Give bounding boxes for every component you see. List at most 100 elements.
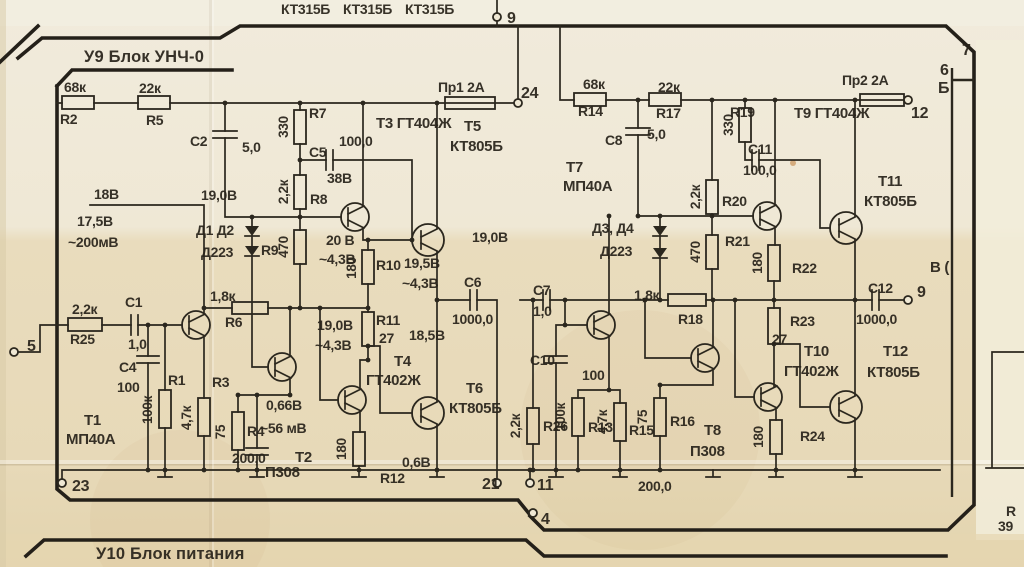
label-94-мп40а: МП40А — [563, 178, 613, 195]
label-104-r22: R22 — [792, 260, 817, 276]
capacitor-C6 — [469, 289, 478, 311]
label-125-r15: R15 — [629, 422, 654, 438]
label-53-47к: 4,7к — [179, 405, 194, 430]
label-49-100: 100 — [117, 379, 140, 395]
label-135-39: 39 — [998, 518, 1013, 534]
label-15-r7: R7 — [309, 105, 327, 121]
fold-crease-horizontal — [0, 460, 1024, 464]
label-2-кт315б: КТ315Б — [405, 1, 454, 17]
label-121-r26: R26 — [543, 418, 568, 434]
frame-unch-top-ledge — [54, 68, 234, 89]
terminal-circle-12 — [903, 95, 913, 105]
label-83-r17: R17 — [656, 105, 681, 121]
label-35-180: 180 — [344, 257, 359, 279]
label-29-д1д2: Д1 Д2 — [196, 222, 234, 238]
label-21-кт805б: КТ805Б — [450, 138, 503, 155]
resistor-R26 — [526, 407, 540, 445]
resistor-R9 — [293, 229, 307, 265]
label-5-6: 6 — [940, 62, 949, 79]
transistor-T1 — [181, 310, 211, 340]
terminal-circle-23 — [57, 478, 67, 488]
label-79-4: 4 — [541, 511, 550, 528]
paper-stain — [520, 310, 760, 550]
label-112-10000: 1000,0 — [856, 311, 898, 327]
label-51-100к: 100к — [140, 395, 155, 424]
label-69-2000: 200,0 — [232, 450, 266, 466]
junction-dots — [145, 97, 858, 473]
label-93-т7: Т7 — [566, 159, 583, 176]
label-70-т2: Т2 — [295, 449, 312, 466]
label-105-18к: 1,8к — [634, 287, 661, 303]
capacitor-C3-200 — [245, 447, 269, 456]
label-50-r1: R1 — [168, 372, 186, 388]
label-90-12: 12 — [911, 105, 929, 122]
terminal-circle-4 — [528, 508, 538, 518]
label-61-т4: Т4 — [394, 353, 412, 370]
label-25-18в: 18В — [94, 186, 119, 202]
label-44-c1: C1 — [125, 294, 143, 310]
resistor-R1 — [158, 389, 172, 429]
label-62-гт402ж: ГТ402Ж — [366, 372, 421, 389]
label-127-r16: R16 — [670, 413, 695, 429]
resistor-R2 — [61, 95, 95, 110]
label-100-д223: Д223 — [600, 243, 633, 259]
frame-outer — [15, 24, 976, 532]
label-28-200мв: ~200мВ — [68, 234, 118, 250]
label-97-т11: Т11 — [878, 173, 902, 190]
resistor-R21 — [705, 234, 719, 270]
label-68-мп40а: МП40А — [66, 431, 116, 448]
rust-spot — [790, 160, 796, 166]
resistor-R24 — [769, 419, 783, 455]
wires-left-half — [17, 0, 941, 480]
label-56-190в: 19,0В — [317, 317, 353, 333]
fold-crease-vertical-highlight — [212, 0, 214, 567]
frame-unch-left-bottom — [55, 84, 534, 519]
capacitor-C4 — [136, 355, 160, 364]
resistor-R3 — [197, 397, 211, 437]
resistor-R22 — [767, 244, 781, 282]
label-9-68к: 68к — [64, 79, 87, 95]
resistor-R19 — [738, 107, 752, 143]
resistor-R15 — [613, 402, 627, 442]
label-122-100к: 100к — [553, 402, 568, 431]
resistor-R4 — [231, 411, 245, 451]
terminal-circle-21 — [492, 478, 502, 488]
label-76-5: 5 — [27, 338, 36, 355]
label-30-д223: Д223 — [201, 244, 234, 260]
resistor-R25 — [67, 317, 103, 332]
label-92-1000: 100,0 — [743, 162, 777, 178]
label-20-т5: Т5 — [464, 118, 481, 135]
label-88-т9гт404ж: Т9 ГТ404Ж — [794, 105, 870, 122]
label-73-r12: R12 — [380, 470, 405, 486]
label-130-2000: 200,0 — [638, 478, 672, 494]
label-57-43в: ~4,3В — [315, 337, 351, 353]
transistor-T8 — [690, 343, 720, 373]
label-72-180: 180 — [334, 438, 349, 460]
label-27-175в: 17,5В — [77, 213, 113, 229]
frame-topleft-corner — [0, 23, 41, 65]
transistor-T7 — [586, 310, 616, 340]
label-11-22к: 22к — [139, 80, 162, 96]
label-84-c8: C8 — [605, 132, 623, 148]
label-101-470: 470 — [688, 241, 703, 263]
label-106-r18: R18 — [678, 311, 703, 327]
label-40-с6: С6 — [464, 274, 482, 290]
diode-D1 — [245, 226, 259, 236]
resistor-R10 — [361, 249, 375, 285]
label-119-100: 100 — [582, 367, 605, 383]
label-71-п308: П308 — [265, 464, 300, 481]
label-107-с7: С7 — [533, 282, 551, 298]
label-43-r25: R25 — [70, 331, 95, 347]
label-113-9: 9 — [917, 284, 926, 301]
label-118-с10: С10 — [530, 352, 555, 368]
capacitor-C11 — [751, 149, 760, 171]
diode-D2 — [245, 246, 259, 256]
neighbor-block-fragment — [985, 351, 1024, 469]
resistor-R8 — [293, 174, 307, 210]
label-134-r: R — [1006, 503, 1016, 519]
circuit-wires — [17, 0, 1024, 480]
label-0-кт315б: КТ315Б — [281, 1, 330, 17]
label-124-47к: 4,7к — [595, 409, 610, 434]
